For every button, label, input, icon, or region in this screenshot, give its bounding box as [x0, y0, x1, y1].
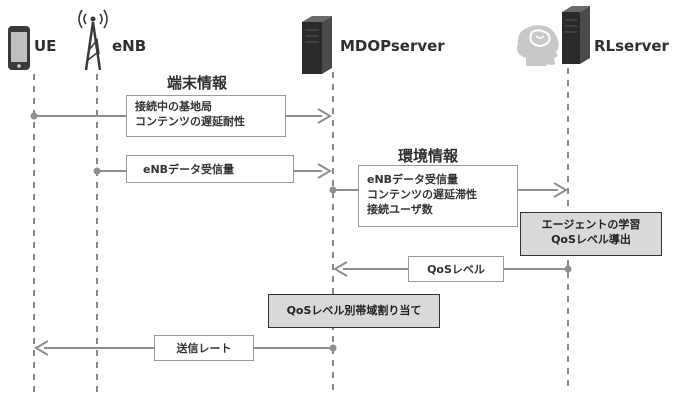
- message-line: コンテンツの遅延耐性: [135, 115, 245, 128]
- process-line: QoSレベル別帯域割り当て: [286, 304, 422, 317]
- smartphone-icon: [8, 26, 30, 70]
- message-enb-data: eNBデータ受信量: [126, 155, 294, 183]
- section-title-terminal-info: 端末情報: [167, 74, 228, 92]
- message-qos-level: QoSレベル: [408, 256, 504, 282]
- message-env-info: eNBデータ受信量 コンテンツの遅延滞性 接続ユーザ数: [358, 165, 518, 227]
- server-icon: [302, 16, 332, 74]
- message-send-rate: 送信レート: [154, 335, 254, 361]
- message-line: 接続中の基地局: [135, 100, 212, 113]
- actor-label-ue: UE: [34, 37, 57, 55]
- message-line: QoSレベル: [427, 263, 485, 276]
- message-line: eNBデータ受信量: [367, 173, 459, 186]
- section-title-env-info: 環境情報: [398, 147, 459, 165]
- actor-label-enb: eNB: [112, 37, 147, 55]
- message-line: 接続ユーザ数: [367, 203, 433, 216]
- actor-label-mdop: MDOPserver: [340, 37, 445, 55]
- process-mdop-allocation: QoSレベル別帯域割り当て: [268, 294, 440, 328]
- message-line: コンテンツの遅延滞性: [367, 188, 477, 201]
- server-icon: [562, 6, 590, 64]
- message-line: 送信レート: [176, 342, 232, 355]
- process-line: QoSレベル導出: [551, 233, 631, 246]
- message-terminal-info: 接続中の基地局 コンテンツの遅延耐性: [126, 95, 286, 137]
- process-rl-learning: エージェントの学習 QoSレベル導出: [520, 212, 662, 256]
- message-line: eNBデータ受信量: [143, 163, 235, 176]
- process-line: エージェントの学習: [541, 218, 641, 231]
- brain-head-icon: [517, 25, 559, 66]
- antenna-tower-icon: [78, 9, 108, 71]
- actor-label-rl: RLserver: [594, 37, 669, 55]
